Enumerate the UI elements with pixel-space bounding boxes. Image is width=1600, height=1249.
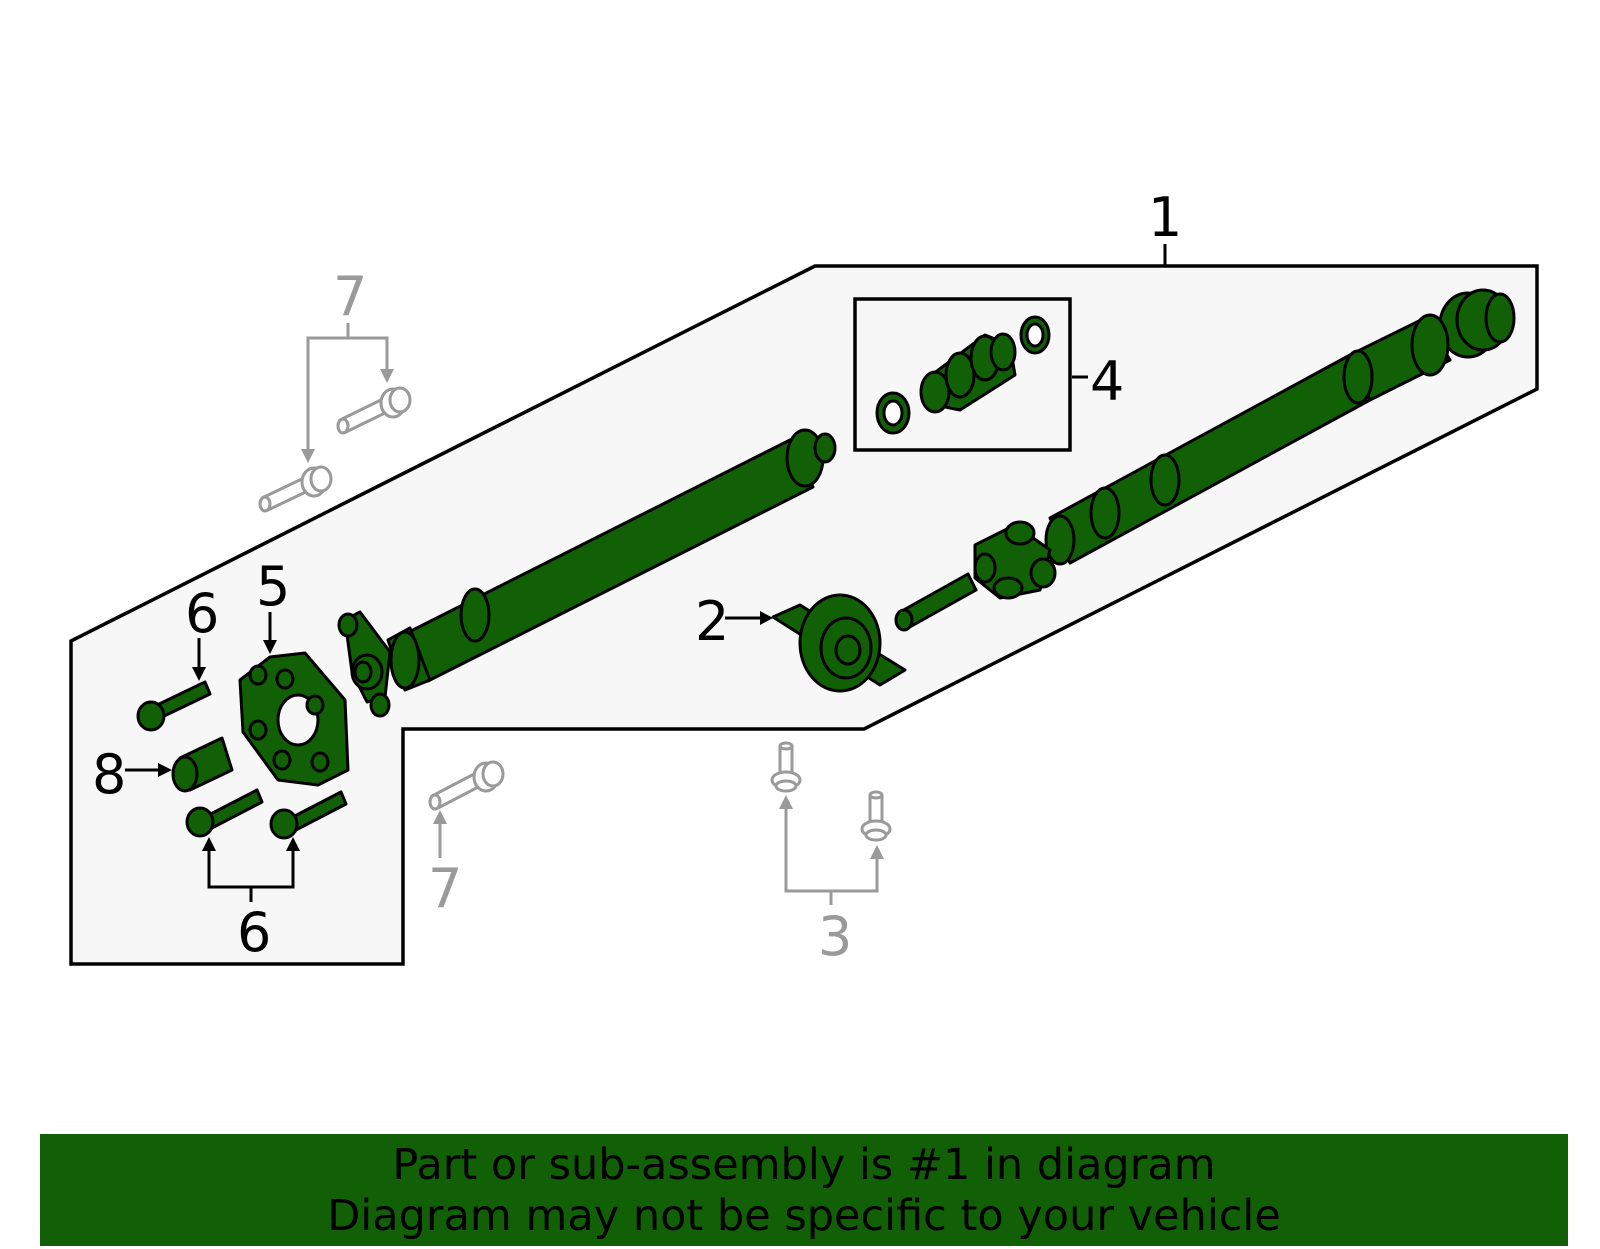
coupling-bolts[interactable]	[136, 680, 348, 840]
boot-kit-box	[853, 297, 1072, 452]
banner-line-2: Diagram may not be specific to your vehi…	[327, 1191, 1281, 1241]
callout-6-bottom[interactable]: 6	[237, 901, 271, 964]
callout-3[interactable]: 3	[818, 905, 852, 968]
callout-5[interactable]: 5	[256, 555, 290, 618]
callout-4[interactable]: 4	[1090, 350, 1124, 413]
callout-8[interactable]: 8	[92, 743, 126, 806]
rear-shaft-section[interactable]	[894, 288, 1516, 632]
ref-studs-3[interactable]	[770, 741, 892, 842]
boot-kit-parts[interactable]	[875, 315, 1051, 435]
bushing[interactable]	[171, 736, 234, 793]
callout-2[interactable]: 2	[695, 590, 729, 653]
callout-6-top[interactable]: 6	[185, 582, 219, 645]
center-bearing[interactable]	[771, 593, 907, 693]
flex-coupling[interactable]	[238, 651, 350, 787]
callout-7-bottom[interactable]: 7	[428, 857, 462, 920]
disclaimer-banner: Part or sub-assembly is #1 in diagram Di…	[40, 1134, 1568, 1246]
front-shaft-section[interactable]	[337, 428, 837, 718]
ref-bolts-7[interactable]	[258, 386, 505, 811]
banner-line-1: Part or sub-assembly is #1 in diagram	[392, 1140, 1216, 1190]
callout-1[interactable]: 1	[1148, 186, 1182, 249]
callout-7-top[interactable]: 7	[333, 265, 367, 328]
